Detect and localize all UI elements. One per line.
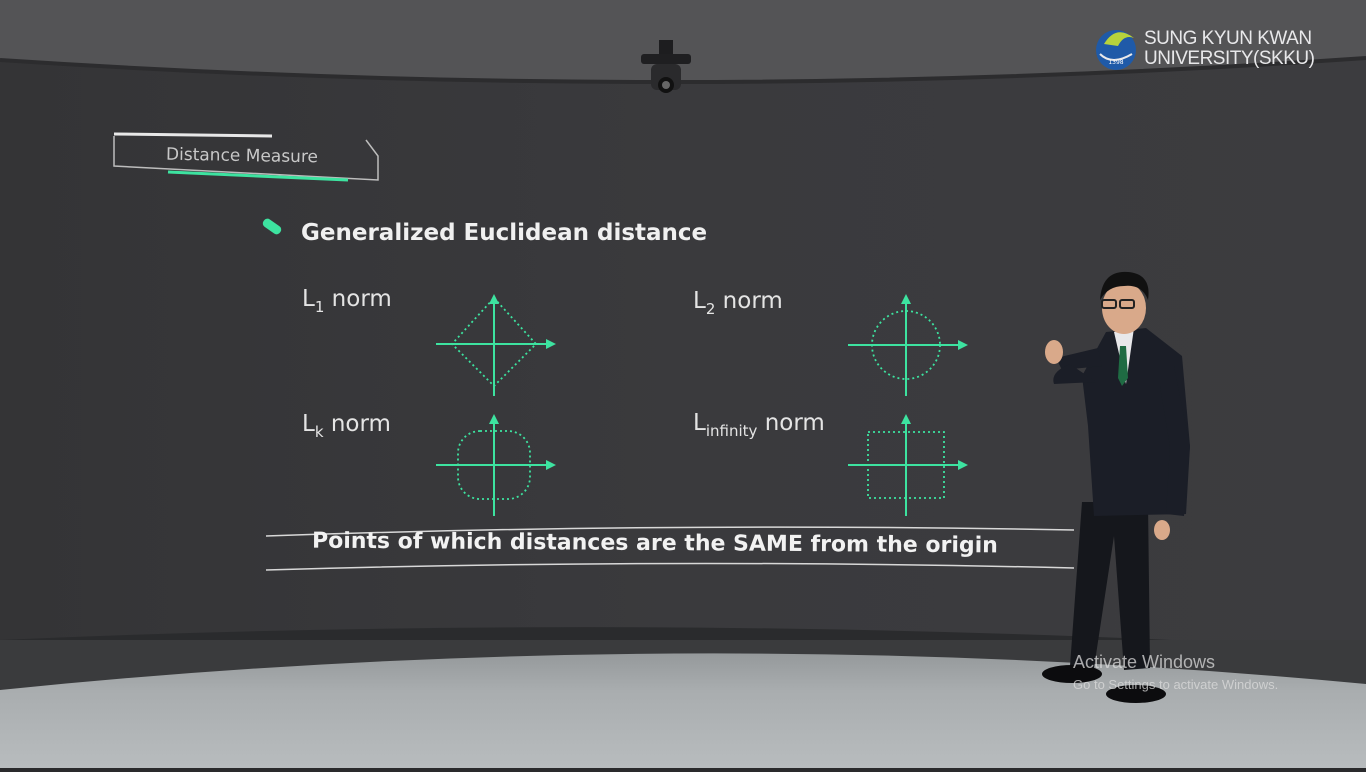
lk-rounded-square-figure (434, 412, 560, 522)
y-axis-arrow-icon (489, 294, 499, 304)
y-axis-arrow-icon (489, 414, 499, 424)
logo-line-1: SUNG KYUN KWAN (1144, 28, 1312, 49)
windows-activation-watermark: Activate Windows Go to Settings to activ… (1073, 652, 1278, 692)
activation-subtitle: Go to Settings to activate Windows. (1073, 677, 1279, 692)
skku-emblem-icon: 1398 (1096, 30, 1136, 70)
x-axis-arrow-icon (546, 339, 556, 349)
caption-rules (260, 520, 1080, 584)
university-logo: 1398 SUNG KYUN KWAN UNIVERSITY(SKKU) (1094, 24, 1315, 74)
slide-heading: Generalized Euclidean distance (301, 220, 708, 246)
l2-circle-figure (846, 292, 972, 402)
ceiling-camera (637, 40, 695, 104)
y-axis-arrow-icon (901, 414, 911, 424)
emblem-year: 1398 (1108, 59, 1123, 66)
y-axis-arrow-icon (901, 294, 911, 304)
x-axis-arrow-icon (546, 460, 556, 470)
activation-title: Activate Windows (1073, 652, 1216, 672)
presenter (1010, 266, 1200, 712)
norm-label-l1: L1 norm (302, 286, 392, 316)
linfinity-square-figure (846, 412, 972, 522)
norm-label-linfinity: Linfinity norm (693, 410, 825, 440)
l1-diamond-figure (434, 292, 560, 400)
norm-label-lk: Lk norm (302, 411, 391, 441)
logo-line-2: UNIVERSITY(SKKU) (1144, 48, 1315, 69)
x-axis-arrow-icon (958, 340, 968, 350)
section-title: Distance Measure (165, 144, 319, 168)
norm-label-l2: L2 norm (693, 288, 783, 318)
section-tag-frame (112, 130, 382, 190)
slide-caption: Points of which distances are the SAME f… (311, 528, 998, 559)
x-axis-arrow-icon (958, 460, 968, 470)
